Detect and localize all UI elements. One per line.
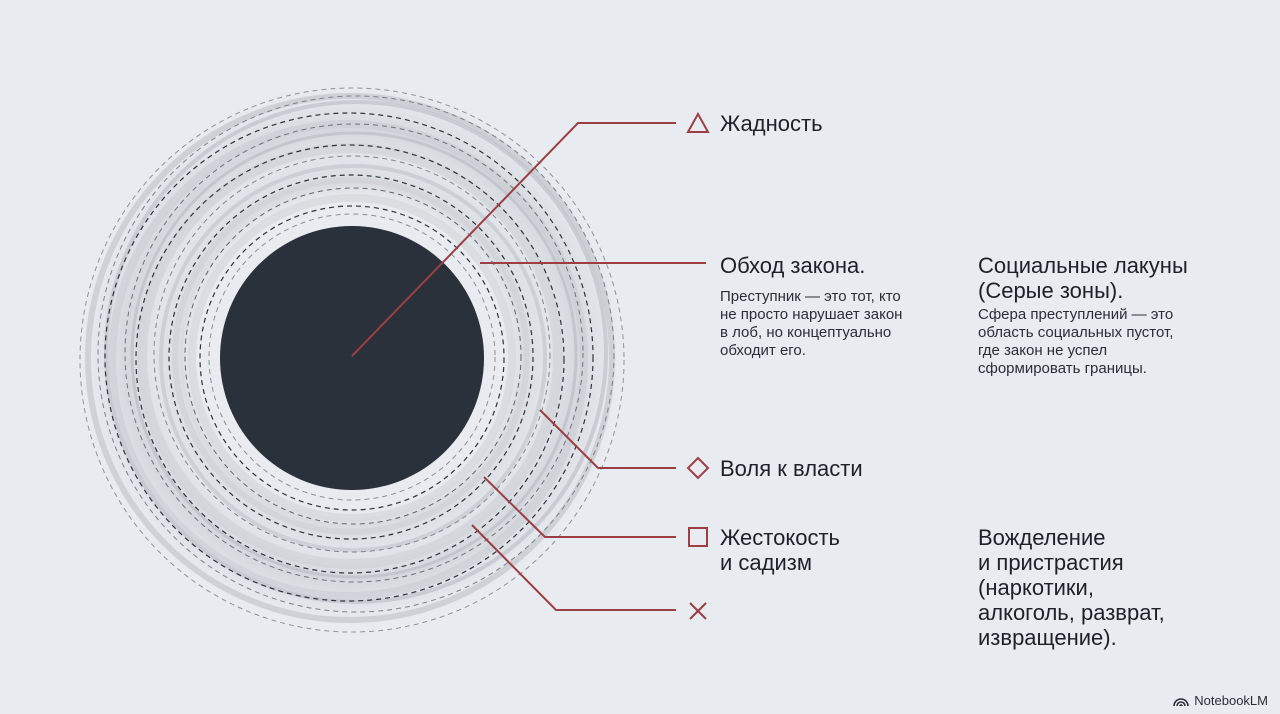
solid-ring: [159, 164, 547, 552]
label-cruelty: Жестокость и садизм: [720, 525, 840, 575]
core-circle: [220, 226, 484, 490]
solid-ring: [104, 100, 608, 604]
label-bypass-title: Обход закона.: [720, 253, 866, 278]
label-will-to-power: Воля к власти: [720, 456, 863, 481]
label-lust: Вожделение и пристрастия (наркотики, алк…: [978, 525, 1165, 650]
dashed-ring: [124, 123, 584, 583]
solid-ring: [188, 194, 516, 522]
leader-line-cruelty: [483, 476, 676, 538]
dashed-ring: [153, 155, 551, 553]
brand-footer: NotebookLM: [1173, 693, 1268, 708]
dashed-ring: [104, 112, 594, 602]
dashed-ring: [97, 95, 615, 613]
label-social-title: Социальные лакуны (Серые зоны).: [978, 253, 1188, 303]
dashed-ring: [168, 174, 534, 540]
social-description: Сфера преступлений — это область социаль…: [978, 306, 1174, 377]
dashed-ring: [199, 205, 505, 511]
dashed-rings: [79, 87, 625, 633]
leader-line-lust: [471, 524, 676, 611]
notebooklm-logo-icon: [1173, 697, 1190, 706]
diamond-icon: [686, 456, 710, 480]
dashed-ring: [79, 87, 625, 633]
bypass-description: Преступник — это тот, кто не просто нару…: [720, 288, 903, 359]
triangle-icon: [686, 111, 710, 133]
solid-ring: [137, 143, 563, 569]
leader-line-will: [539, 409, 676, 469]
dashed-ring: [208, 213, 496, 501]
solid-ring: [172, 177, 530, 535]
square-icon: [688, 527, 708, 547]
brand-name: NotebookLM: [1194, 693, 1268, 708]
solid-ring: [130, 131, 578, 579]
dashed-ring: [135, 144, 565, 574]
label-greed: Жадность: [720, 111, 823, 136]
dashed-ring: [184, 187, 522, 525]
cross-icon: [689, 602, 707, 620]
leader-line-greed: [351, 122, 676, 357]
